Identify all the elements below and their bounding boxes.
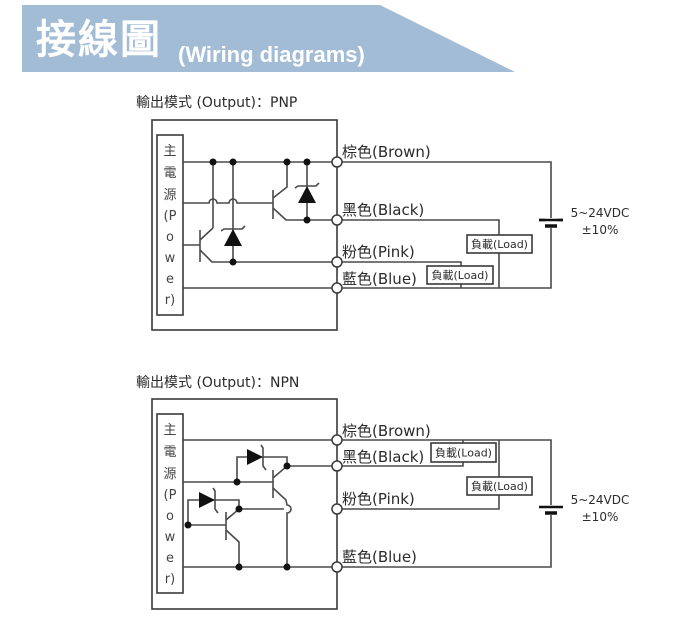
diode-2-icon xyxy=(199,492,215,508)
load-box xyxy=(430,442,497,463)
power-char: (P xyxy=(164,488,177,503)
transistor-2-emitter xyxy=(225,529,240,567)
load-box xyxy=(466,234,533,254)
junction-dot xyxy=(283,563,291,571)
pnp-heading: 輸出模式 (Output)：PNP xyxy=(136,95,297,111)
npn-internal-circuit xyxy=(183,439,334,571)
diode-1-bar xyxy=(260,444,267,471)
junction-dot xyxy=(303,216,311,224)
power-char: r) xyxy=(165,293,175,308)
page-subtitle: (Wiring diagrams) xyxy=(178,42,365,67)
wire-label-black: 黑色(Black) xyxy=(342,448,424,466)
npn-pink-load-wire xyxy=(337,440,500,510)
power-char: 源 xyxy=(163,467,176,482)
wire-label-blue: 藍色(Blue) xyxy=(342,548,417,566)
terminal-black xyxy=(331,214,343,226)
transistor-2-emitter xyxy=(199,249,334,263)
power-char: (P xyxy=(164,209,177,224)
load-label: 負載(Load) xyxy=(471,238,528,251)
junction-dot xyxy=(209,158,217,166)
terminal-brown xyxy=(331,156,343,168)
terminal-brown xyxy=(331,434,343,446)
pnp-base-line-1 xyxy=(183,198,273,204)
junction-dot xyxy=(303,158,311,166)
transistor-2-collector xyxy=(199,227,214,241)
transistor-1-collector xyxy=(272,162,288,199)
wire-label-blue: 藍色(Blue) xyxy=(342,270,417,288)
transistor-1-emitter xyxy=(272,487,292,567)
supply-tolerance: ±10% xyxy=(582,510,619,524)
pnp-black-load-wire xyxy=(337,219,500,288)
pnp-external-circuit: 負載(Load) 負載(Load) 5~24VDC ±10% 棕色(Brown)… xyxy=(331,143,630,294)
terminal-pink xyxy=(331,256,343,268)
pnp-internal-circuit xyxy=(183,158,334,289)
pnp-diagram: 輸出模式 (Output)：PNP 主 電 源 (P o w e r) xyxy=(136,95,630,331)
zener-2-bar xyxy=(220,225,246,232)
npn-external-circuit: 負載(Load) 負載(Load) 5~24VDC ±10% 棕色(Brown)… xyxy=(331,422,630,573)
terminal-blue xyxy=(331,282,343,294)
load-box xyxy=(426,265,494,285)
npn-heading: 輸出模式 (Output)：NPN xyxy=(136,375,299,391)
npn-supply-loop xyxy=(337,439,552,568)
junction-dot xyxy=(233,478,241,486)
junction-dot xyxy=(235,505,243,513)
power-char: o xyxy=(166,509,174,524)
power-char: 電 xyxy=(163,166,176,181)
wire-label-brown: 棕色(Brown) xyxy=(342,422,431,440)
junction-dot xyxy=(229,158,237,166)
zener-1-bar xyxy=(294,182,320,189)
pnp-power-box xyxy=(156,134,184,316)
wire-label-pink: 粉色(Pink) xyxy=(342,243,415,261)
power-char: 電 xyxy=(163,445,176,460)
zener-1-icon xyxy=(298,186,316,203)
terminal-pink xyxy=(331,503,343,515)
load-label: 負載(Load) xyxy=(471,480,528,493)
power-char: o xyxy=(166,230,174,245)
page-title: 接線圖 xyxy=(36,17,162,63)
power-char: 源 xyxy=(163,188,176,203)
pnp-power-label: 主 電 源 (P o w e r) xyxy=(163,144,176,308)
power-char: 主 xyxy=(163,144,176,159)
load-label: 負載(Load) xyxy=(435,447,492,460)
npn-power-box xyxy=(156,413,184,594)
junction-dot xyxy=(283,158,291,166)
diode-1-icon xyxy=(247,449,263,465)
transistor-1-emitter xyxy=(272,207,334,221)
diode-2-bar xyxy=(212,487,219,514)
header-banner xyxy=(22,5,515,72)
load-box xyxy=(466,476,533,496)
npn-power-label: 主 電 源 (P o w e r) xyxy=(163,423,176,587)
header-band xyxy=(22,5,515,72)
power-char: 主 xyxy=(163,423,176,438)
terminal-black xyxy=(331,460,343,472)
power-char: e xyxy=(166,272,174,287)
npn-diagram: 輸出模式 (Output)：NPN 主 電 源 (P o w e r) xyxy=(136,375,630,610)
load-label: 負載(Load) xyxy=(432,269,489,282)
supply-voltage: 5~24VDC xyxy=(571,206,630,220)
power-char: e xyxy=(166,551,174,566)
wire-label-black: 黑色(Black) xyxy=(342,201,424,219)
power-char: w xyxy=(165,251,176,266)
power-char: r) xyxy=(165,572,175,587)
junction-dot xyxy=(283,462,291,470)
junction-dot xyxy=(229,258,237,266)
supply-tolerance: ±10% xyxy=(582,223,619,237)
wire-label-pink: 粉色(Pink) xyxy=(342,490,415,508)
supply-voltage: 5~24VDC xyxy=(571,493,630,507)
junction-dot xyxy=(184,521,192,529)
junction-dot xyxy=(235,563,243,571)
zener-2-icon xyxy=(224,229,242,246)
terminal-blue xyxy=(331,561,343,573)
wire-label-brown: 棕色(Brown) xyxy=(342,143,431,161)
power-char: w xyxy=(165,530,176,545)
